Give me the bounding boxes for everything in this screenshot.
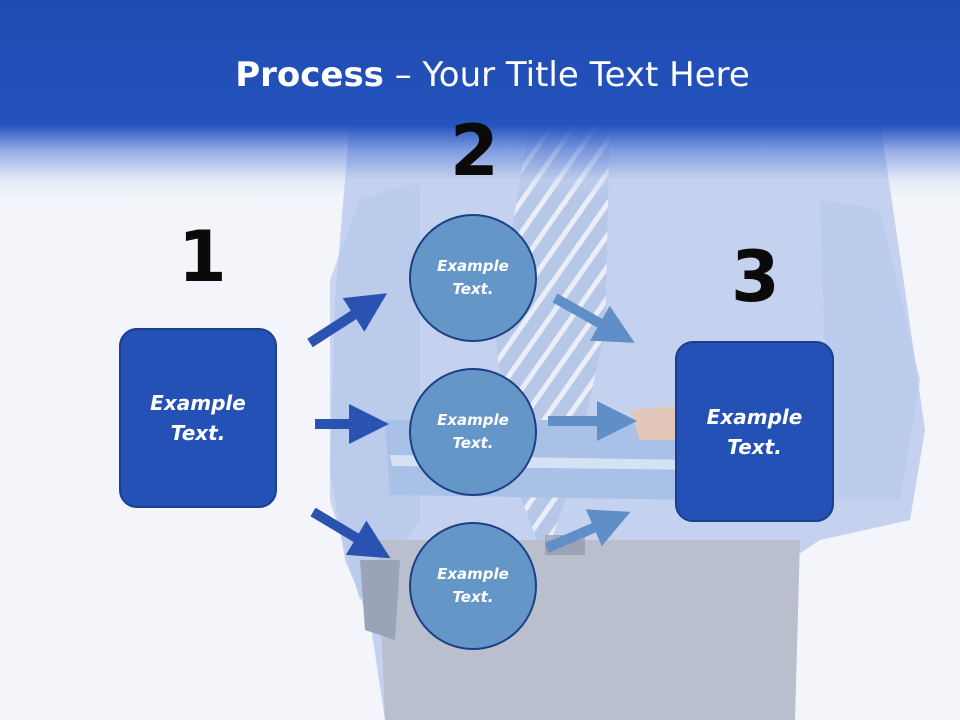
step-2-circle-top: Example Text. <box>409 214 537 342</box>
arrow-right-upper <box>552 293 635 343</box>
step-3-box: Example Text. <box>675 341 834 522</box>
step-number-1: 1 <box>178 216 227 298</box>
arrow-left-upper <box>307 293 388 348</box>
step-3-text: Example Text. <box>706 404 803 459</box>
step-1-text: Example Text. <box>150 391 246 445</box>
step-number-2: 2 <box>450 110 499 192</box>
arrow-left-lower <box>310 507 391 559</box>
circle-middle-text: Example Text. <box>437 411 509 452</box>
circle-bottom-text: Example Text. <box>437 565 509 606</box>
header-band <box>0 0 960 200</box>
title-rest: – Your Title Text Here <box>383 55 750 95</box>
title-bold: Process <box>235 55 384 95</box>
circle-top-text: Example Text. <box>437 257 509 298</box>
step-2-circle-middle: Example Text. <box>409 368 537 496</box>
slide-title: Process – Your Title Text Here <box>0 52 960 98</box>
step-number-3: 3 <box>731 236 780 318</box>
arrow-right-lower <box>545 509 631 553</box>
step-1-box: Example Text. <box>119 328 277 508</box>
step-2-circle-bottom: Example Text. <box>409 522 537 650</box>
